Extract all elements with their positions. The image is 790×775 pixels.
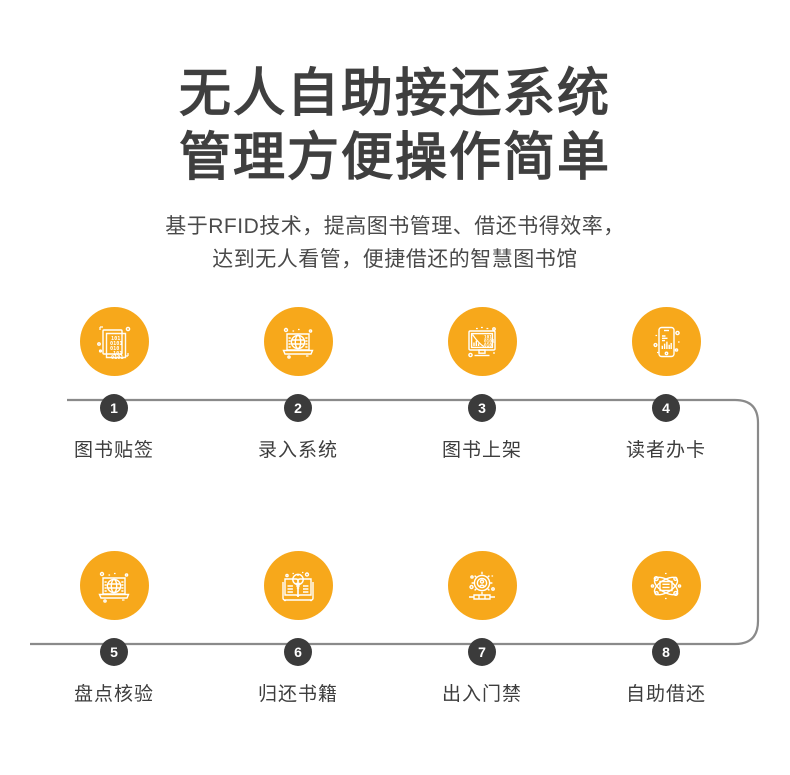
svg-text:101: 101 (113, 351, 122, 357)
step-badge: 4 (652, 394, 680, 422)
title-line-2: 管理方便操作简单 (178, 129, 611, 187)
page-title: 无人自助接还系统 管理方便操作简单 (0, 62, 790, 190)
flow-step-3[interactable]: 101 0101 010 3 图书上架 (407, 307, 557, 464)
flow-step-8[interactable]: 8 自助借还 (591, 551, 741, 708)
step-badge: 7 (468, 638, 496, 666)
svg-text:0101: 0101 (110, 341, 123, 347)
flow-step-4[interactable]: 4 读者办卡 (591, 307, 741, 464)
smartphone-chart-icon (631, 307, 701, 376)
step-label: 读者办卡 (625, 440, 706, 461)
step-label: 图书贴签 (73, 440, 154, 461)
step-label: 出入门禁 (441, 684, 522, 705)
step-badge: 5 (100, 638, 128, 666)
flow-step-2[interactable]: 2 录入系统 (223, 307, 373, 464)
step-label: 图书上架 (441, 440, 522, 461)
document-binary-icon: 101 0101 010 101 0101 (79, 307, 149, 376)
step-badge: 3 (468, 394, 496, 422)
flow-step-6[interactable]: 6 归还书籍 (223, 551, 373, 708)
svg-text:101: 101 (484, 334, 492, 340)
flow-step-1[interactable]: 101 0101 010 101 0101 1 图书贴签 (39, 307, 189, 464)
step-label: 归还书籍 (257, 684, 338, 705)
laptop-globe-icon (263, 307, 333, 376)
step-badge: 1 (100, 394, 128, 422)
svg-text:010: 010 (110, 346, 119, 352)
subtitle-line-1: 基于RFID技术，提高图书管理、借还书得效率， (165, 215, 625, 238)
step-label: 自助借还 (625, 684, 706, 705)
svg-text:0101: 0101 (484, 338, 495, 344)
step-label: 盘点核验 (73, 684, 154, 705)
step-badge: 8 (652, 638, 680, 666)
svg-text:0101: 0101 (111, 355, 124, 361)
flow-step-7[interactable]: 7 出入门禁 (407, 551, 557, 708)
atom-book-icon (631, 551, 701, 620)
svg-text:101: 101 (111, 336, 120, 342)
book-lightbulb-icon (263, 551, 333, 620)
step-label: 录入系统 (257, 440, 338, 461)
step-badge: 6 (284, 638, 312, 666)
page-subtitle: 基于RFID技术，提高图书管理、借还书得效率， 达到无人看管，便捷借还的智慧图书… (0, 210, 790, 276)
gear-person-icon (447, 551, 517, 620)
subtitle-line-2: 达到无人看管，便捷借还的智慧图书馆 (212, 248, 578, 271)
flow-step-5[interactable]: 5 盘点核验 (39, 551, 189, 708)
step-badge: 2 (284, 394, 312, 422)
laptop-globe-icon (79, 551, 149, 620)
monitor-chart-icon: 101 0101 010 (447, 307, 517, 376)
svg-text:010: 010 (484, 342, 492, 348)
title-line-1: 无人自助接还系统 (178, 65, 611, 123)
